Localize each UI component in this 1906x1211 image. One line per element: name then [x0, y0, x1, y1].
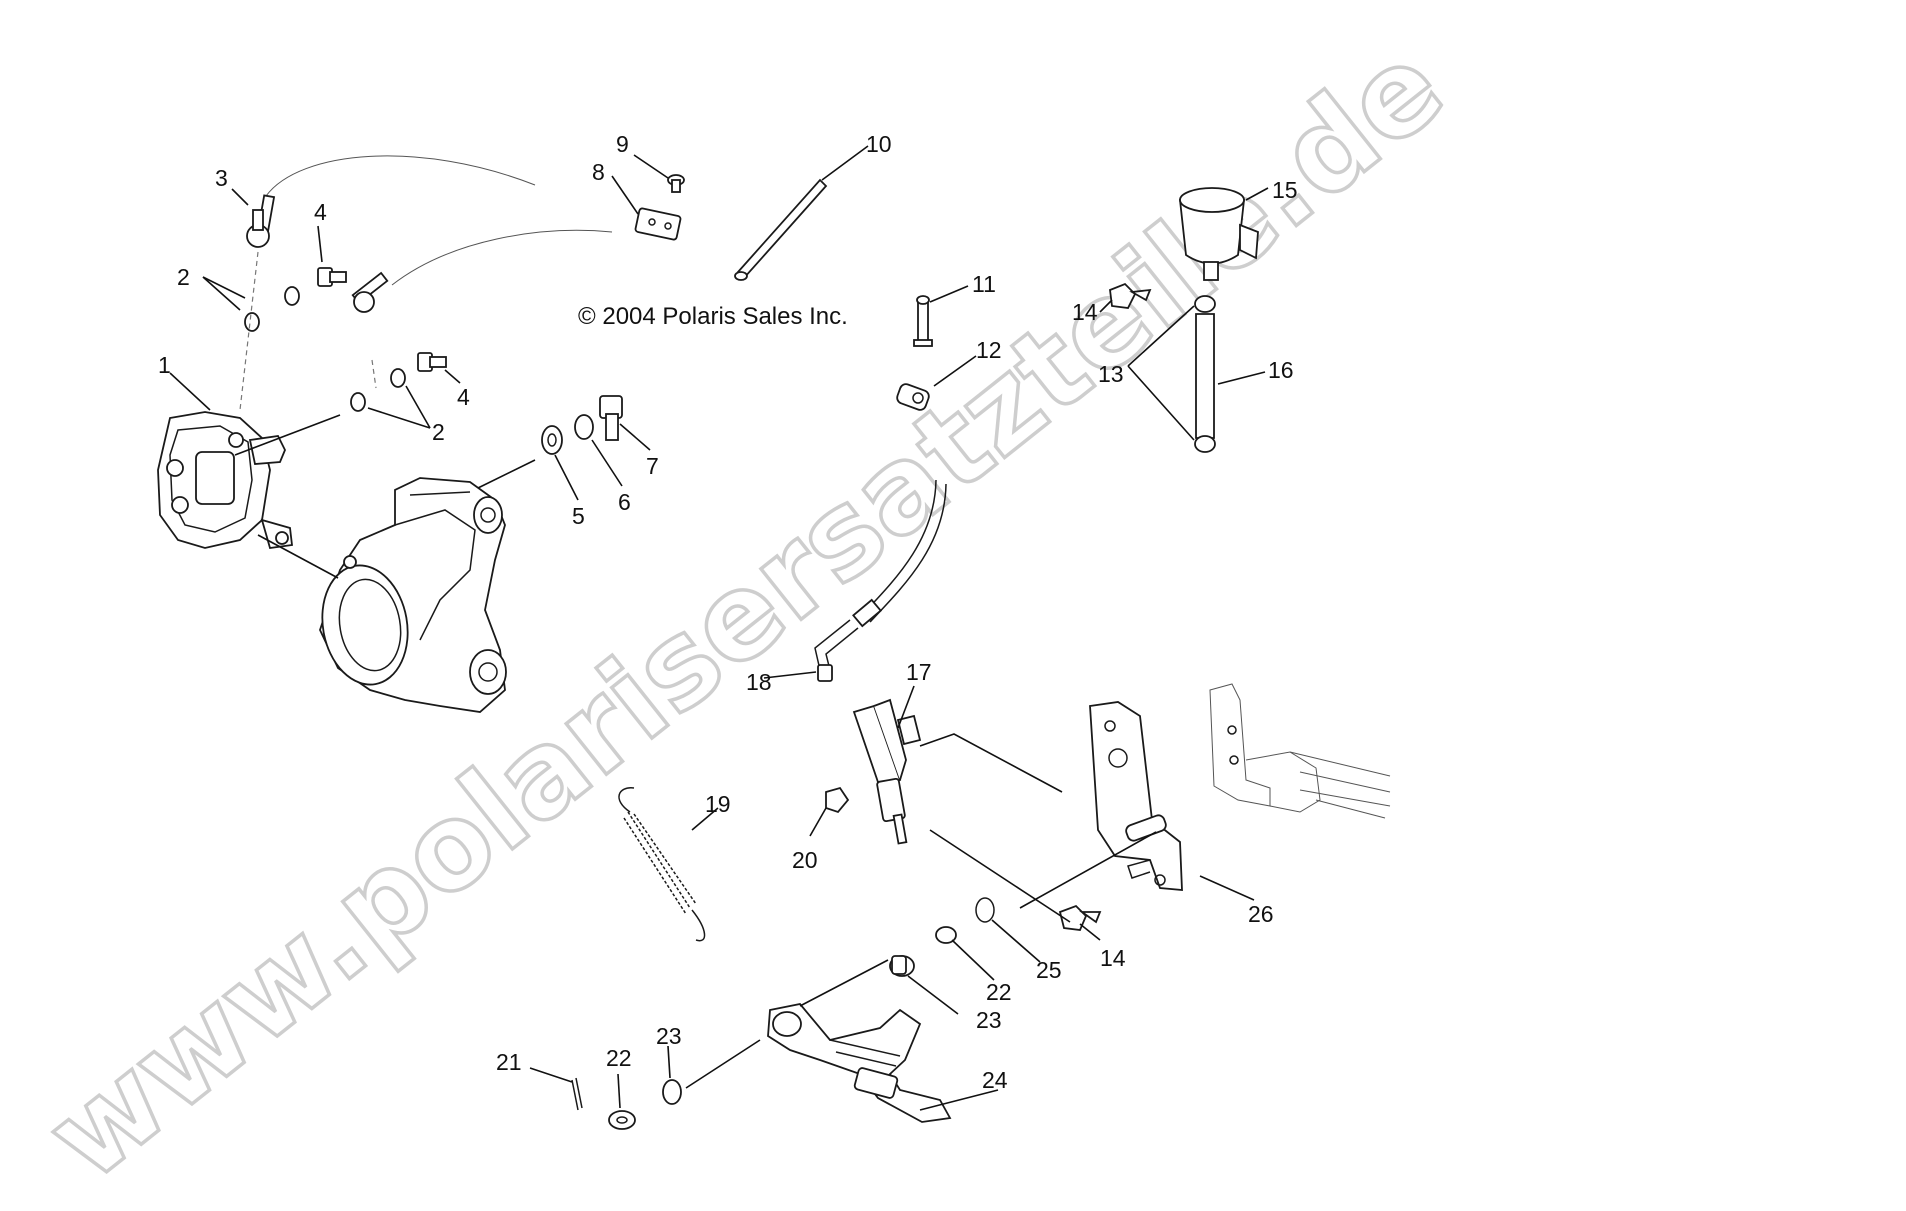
callout-19: 19: [705, 791, 731, 817]
rear-knuckle-part: [319, 477, 507, 713]
reservoir-hose-part: [1195, 313, 1215, 439]
callout-14: 14: [1072, 299, 1098, 325]
bleeder-valve-part: [634, 207, 682, 241]
retaining-clip-part: [975, 897, 995, 923]
brake-pedal-part: [767, 1003, 952, 1123]
callout-5: 5: [572, 503, 585, 529]
pushrod-part: [734, 178, 828, 281]
callout-12: 12: [976, 337, 1002, 363]
brake-caliper-part: [157, 411, 293, 549]
callout-25: 25: [1036, 957, 1062, 983]
callout-8: 8: [592, 159, 605, 185]
callout-17: 17: [906, 659, 932, 685]
alignment-line: [477, 459, 536, 489]
callout-24: 24: [982, 1067, 1008, 1093]
washer-part: [541, 425, 563, 455]
alignment-line: [371, 359, 377, 389]
callout-15: 15: [1272, 177, 1298, 203]
callout-22: 22: [606, 1045, 632, 1071]
flange-bolt-part: [1058, 904, 1102, 931]
flange-bolt-part: [1109, 282, 1152, 309]
master-cylinder-part: [852, 698, 922, 845]
brake-pedal-bracket-part: [1089, 701, 1183, 891]
screw-part: [667, 174, 685, 193]
callout-labels: 1 2 2 3 4 4 5 6 7 8 9 10 11 12 13 14 14 …: [158, 131, 1298, 1093]
callout-20: 20: [792, 847, 818, 873]
copyright-text: © 2004 Polaris Sales Inc.: [578, 303, 848, 330]
callout-13: 13: [1098, 361, 1124, 387]
callout-21: 21: [496, 1049, 522, 1075]
callout-4: 4: [457, 384, 470, 410]
callout-18: 18: [746, 669, 772, 695]
callout-1: 1: [158, 352, 171, 378]
brake-hose-part: [814, 479, 947, 682]
callout-23: 23: [976, 1007, 1002, 1033]
callout-11: 11: [972, 271, 996, 297]
callout-9: 9: [616, 131, 629, 157]
callout-16: 16: [1268, 357, 1294, 383]
brake-reservoir-part: [1178, 187, 1259, 281]
hose-clamp-part: [1194, 435, 1216, 453]
callout-2: 2: [432, 419, 445, 445]
hose-fitting-part: [896, 383, 930, 411]
callout-2: 2: [177, 264, 190, 290]
washer-part: [662, 1079, 682, 1105]
hose-bolt-part: [913, 295, 933, 347]
return-spring-part: [618, 787, 706, 942]
callout-26: 26: [1248, 901, 1274, 927]
cotter-pin-part: [571, 1077, 583, 1111]
callout-10: 10: [866, 131, 892, 157]
callout-7: 7: [646, 453, 659, 479]
flange-nut-part: [825, 786, 850, 814]
callout-22: 22: [986, 979, 1012, 1005]
callout-4: 4: [314, 199, 327, 225]
brake-line-upper: [256, 155, 613, 305]
banjo-fitting-part: [353, 291, 375, 313]
banjo-bolt-part: [417, 352, 447, 372]
washer-part: [608, 1110, 636, 1130]
lock-washer-part: [574, 414, 594, 440]
callout-6: 6: [618, 489, 631, 515]
callout-3: 3: [215, 165, 228, 191]
banjo-bolt-part: [317, 267, 347, 287]
washer-part: [935, 926, 957, 944]
banjo-fitting-part: [246, 209, 270, 248]
callout-14: 14: [1100, 945, 1126, 971]
crush-washer-part: [244, 286, 406, 412]
bushing-part: [889, 955, 915, 977]
hose-clamp-part: [1194, 295, 1216, 313]
callout-23: 23: [656, 1023, 682, 1049]
leader-lines: [169, 145, 1269, 1111]
caliper-bolt-part: [599, 395, 623, 441]
frame-section-part: [1209, 683, 1391, 819]
